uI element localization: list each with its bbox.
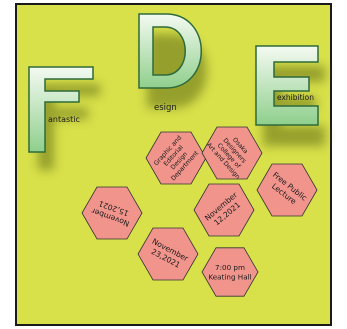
hexagon-shape [193,183,255,237]
hexagon-3: Free PublicLecture [256,163,318,217]
hexagon-shape [201,126,263,180]
word-e-rest: exhibition [277,93,314,102]
hexagon-shape [256,163,318,217]
word-d-rest: esign [154,103,177,113]
hexagon-5: November12,2021 [193,183,255,237]
hexagon-1: Graphic andEditorialDesignDepartment [145,131,207,185]
letter-f [28,66,94,153]
hexagon-shape [137,227,199,281]
hexagon-text-line: 7:00 pm [215,263,245,272]
hexagon-text-line: Keating Hall [208,272,251,281]
hexagon-2: OsakaDesignersCollege ofArt and Design [201,126,263,181]
hexagon-4: November15,2021 [81,186,143,240]
hexagon-6: November23,2021 [137,227,199,281]
hexagon-shape [81,186,143,240]
letter-d [138,13,202,89]
hexagon-shape [145,131,207,185]
word-f-rest: antastic [48,115,80,124]
hexagon-shape [201,247,259,297]
letter-e [255,45,319,126]
hexagon-group: Graphic andEditorialDesignDepartmentOsak… [81,126,318,297]
